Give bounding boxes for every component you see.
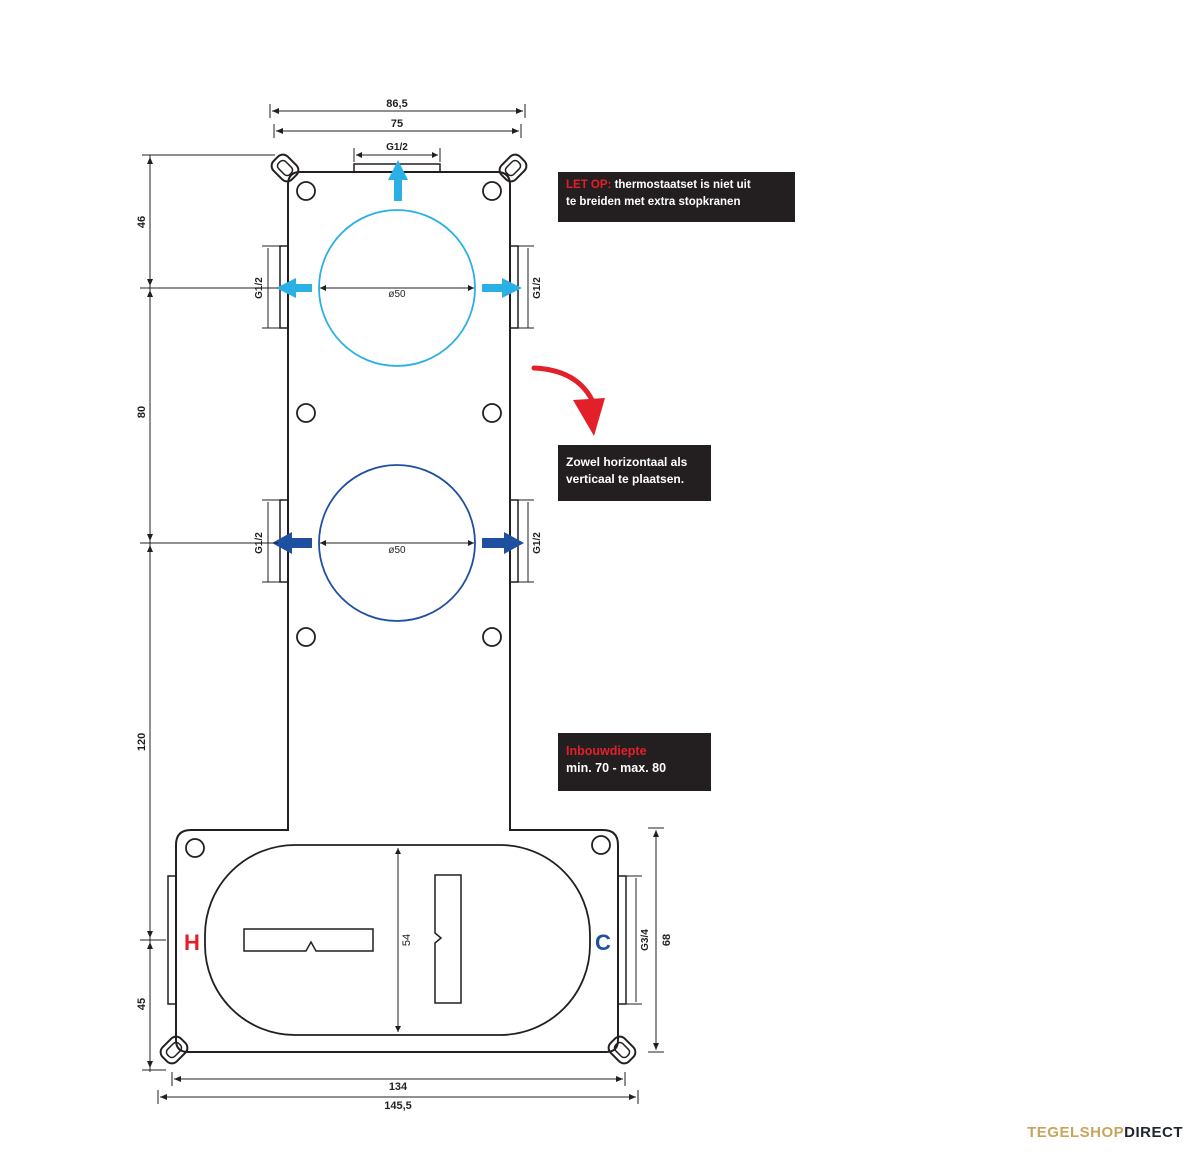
lower-circle-diameter-label: ø50 (388, 545, 406, 556)
body-height-label: 54 (401, 934, 413, 946)
cold-label: C (595, 930, 611, 955)
top-width-inner-label: 75 (391, 118, 403, 130)
dimension-bottom-connection (626, 875, 642, 1005)
orientation-line1: Zowel horizontaal als (566, 455, 688, 469)
bottom-width-outer-label: 145,5 (384, 1100, 412, 1112)
flow-arrow-left-lower-icon (272, 532, 312, 554)
warning-line2: te breiden met extra stopkranen (566, 196, 741, 208)
dimension-top-outer (269, 104, 526, 118)
warning-line1: thermostaatset is niet uit (614, 179, 751, 191)
side-stub-bottom-right (617, 875, 627, 1005)
bottom-height-label: 68 (661, 934, 673, 946)
valve-slot-vertical (434, 874, 462, 1004)
mounting-lug-top-right (498, 153, 528, 183)
lower-circle (318, 464, 476, 622)
depth-note: Inbouwdiepte min. 70 - max. 80 (558, 733, 711, 791)
mounting-lug-top-left (270, 153, 300, 183)
upper-circle-diameter-label: ø50 (388, 289, 406, 300)
depth-value: min. 70 - max. 80 (566, 761, 667, 775)
logo-part1: TEGELSHOP (1027, 1124, 1125, 1141)
height-lower-label: 120 (136, 733, 148, 751)
dimension-bottom-outer (157, 1090, 639, 1104)
side-upper-right-label: G1/2 (532, 277, 543, 299)
dimension-left-chain (140, 154, 278, 1072)
dimension-top-inner (273, 124, 522, 138)
top-connection-label: G1/2 (386, 142, 408, 153)
warning-note: LET OP: thermostaatset is niet uit te br… (558, 172, 795, 222)
flow-arrow-up-icon (388, 160, 408, 201)
dimension-side-upper-left (262, 245, 280, 329)
flow-arrow-right-lower-icon (482, 532, 524, 554)
top-width-outer-label: 86,5 (386, 98, 407, 110)
bottom-width-inner-label: 134 (389, 1081, 408, 1093)
dimension-bottom-height (648, 827, 664, 1053)
housing-outline (175, 171, 619, 1053)
height-bottom-label: 45 (136, 998, 148, 1010)
dimension-side-upper-right (518, 245, 534, 329)
orientation-note: Zowel horizontaal als verticaal te plaat… (558, 445, 711, 501)
flow-arrow-left-upper-icon (276, 278, 312, 298)
screw-holes (185, 181, 611, 858)
side-lower-left-label: G1/2 (254, 532, 265, 554)
mounting-lug-bottom-left (159, 1035, 189, 1065)
brand-logo: TEGELSHOPDIRECT (1027, 1124, 1183, 1141)
upper-circle (318, 209, 476, 367)
logo-part2: DIRECT (1124, 1124, 1183, 1141)
dimension-side-lower-left (262, 499, 280, 583)
dimension-top-connection (353, 148, 441, 162)
orientation-line2: verticaal te plaatsen. (566, 472, 685, 486)
side-stub-bottom-left (167, 875, 177, 1005)
height-top-label: 46 (136, 216, 148, 228)
side-lower-right-label: G1/2 (532, 532, 543, 554)
valve-slot-horizontal (243, 928, 374, 952)
mounting-lug-bottom-right (607, 1035, 637, 1065)
height-middle-label: 80 (136, 406, 148, 418)
valve-body-oval (204, 844, 591, 1036)
rotation-arrow-icon (531, 365, 605, 436)
hot-label: H (184, 930, 200, 955)
dimension-bottom-inner (171, 1072, 626, 1086)
depth-title: Inbouwdiepte (566, 744, 647, 758)
warning-prefix: LET OP: (566, 179, 612, 191)
dimension-side-lower-right (518, 499, 534, 583)
side-upper-left-label: G1/2 (254, 277, 265, 299)
bottom-connection-label: G3/4 (640, 929, 651, 951)
flow-arrow-right-upper-icon (482, 278, 522, 298)
